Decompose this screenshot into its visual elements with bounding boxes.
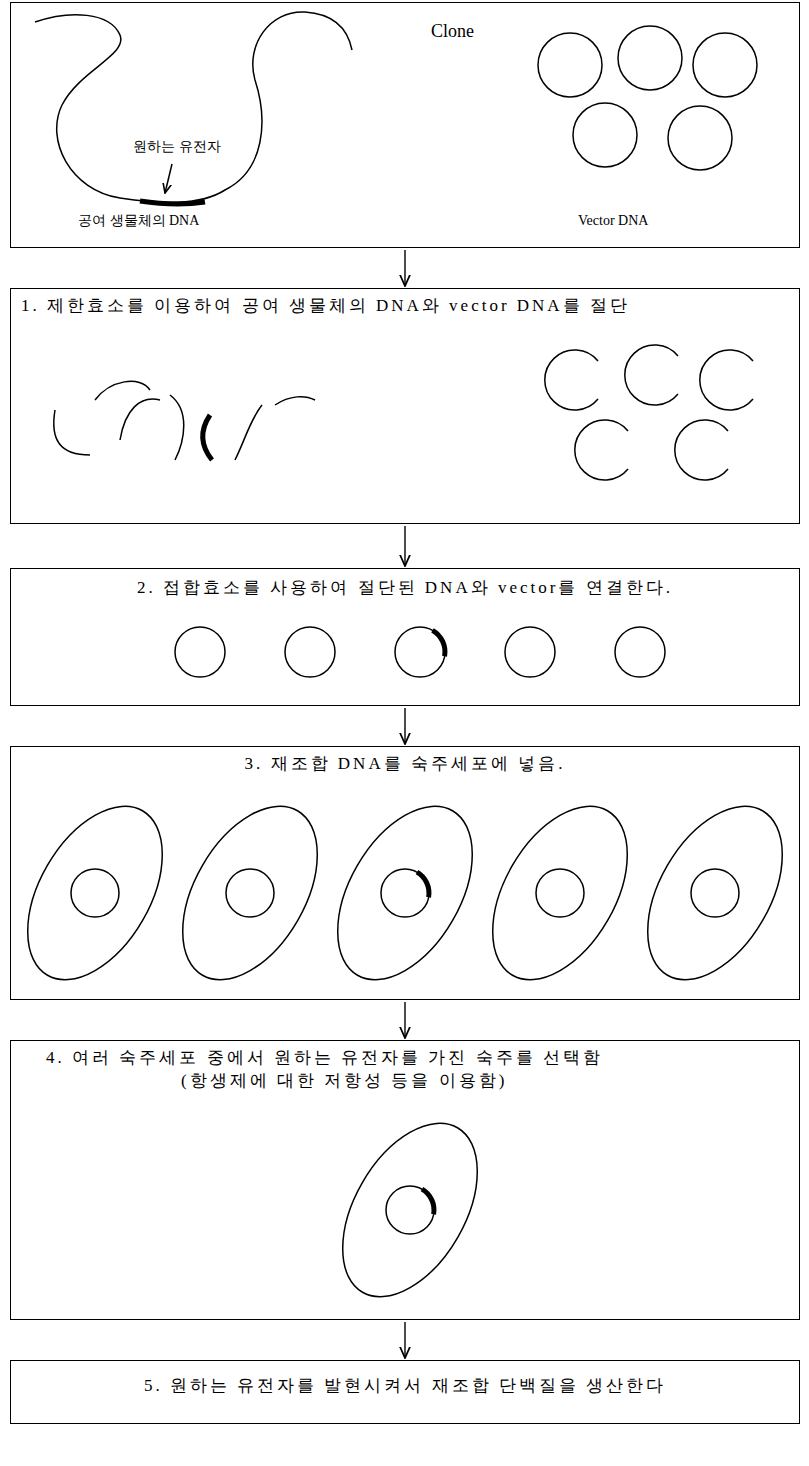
plasmid [381, 869, 429, 917]
gene-segment [140, 201, 205, 204]
opened-plasmid [675, 420, 728, 480]
opened-plasmid [545, 350, 598, 410]
plasmid [175, 627, 225, 677]
step-text: 3. 재조합 DNA를 숙주세포에 넣음. [11, 753, 799, 776]
step-text: 1. 제한효소를 이용하여 공여 생물체의 DNA와 vector DNA를 절… [21, 295, 799, 318]
fragment [235, 405, 262, 460]
host-cell [0, 783, 190, 1003]
leader-arrow [165, 164, 172, 193]
plasmid [536, 869, 584, 917]
process-box: Clone [10, 2, 800, 248]
fragment [54, 410, 90, 455]
plasmid [618, 26, 682, 90]
box-heading: Clone [431, 19, 799, 43]
process-box: 5. 원하는 유전자를 발현시켜서 재조합 단백질을 생산한다 [10, 1360, 800, 1424]
fragment [170, 395, 184, 460]
process-box: 3. 재조합 DNA를 숙주세포에 넣음. [10, 746, 800, 1000]
vector-plasmids [538, 26, 757, 170]
opened-plasmid [575, 420, 628, 480]
plasmid [538, 33, 602, 97]
flow-arrow [404, 708, 405, 744]
plasmid [226, 869, 274, 917]
plasmid [285, 627, 335, 677]
plasmid [386, 1186, 434, 1234]
gene-fragment [203, 415, 212, 460]
plasmid [668, 106, 732, 170]
flow-arrow [404, 526, 405, 566]
step-text: 2. 접합효소를 사용하여 절단된 DNA와 vector를 연결한다. [11, 577, 799, 600]
dna-strand [35, 12, 352, 202]
host-cell [315, 1100, 505, 1320]
host-cell [310, 783, 500, 1003]
step-text: (항생제에 대한 저항성 등을 이용함) [181, 1070, 799, 1093]
ligated-plasmids [175, 627, 665, 677]
flow-arrow [404, 250, 405, 286]
plasmid [693, 33, 757, 97]
gene-insert [433, 630, 445, 656]
plasmid [615, 627, 665, 677]
part-label: 원하는 유전자 [133, 138, 221, 156]
fragment [95, 381, 150, 400]
host-cells [0, 783, 809, 1003]
fragment [120, 399, 160, 440]
gene-insert [417, 872, 429, 897]
part-label: 공여 생물체의 DNA [78, 212, 199, 230]
fragment [275, 397, 315, 405]
flow-arrow [404, 1002, 405, 1038]
plasmid [691, 869, 739, 917]
flow-arrow [404, 1322, 405, 1358]
plasmid [71, 869, 119, 917]
plasmid [573, 103, 637, 167]
host-cell [155, 783, 345, 1003]
process-box: 2. 접합효소를 사용하여 절단된 DNA와 vector를 연결한다. [10, 568, 800, 706]
dna-fragments [54, 381, 315, 460]
process-box: 4. 여러 숙주세포 중에서 원하는 유전자를 가진 숙주를 선택함(항생제에 … [10, 1040, 800, 1320]
plasmid [395, 627, 445, 677]
opened-plasmid [700, 350, 753, 410]
host-cell [465, 783, 655, 1003]
host-cell [620, 783, 809, 1003]
opened-vectors [545, 345, 753, 480]
part-label: Vector DNA [578, 212, 648, 230]
step-text: 5. 원하는 유전자를 발현시켜서 재조합 단백질을 생산한다 [11, 1375, 799, 1398]
opened-plasmid [625, 345, 678, 405]
step-text: 4. 여러 숙주세포 중에서 원하는 유전자를 가진 숙주를 선택함 [46, 1047, 799, 1070]
process-box: 1. 제한효소를 이용하여 공여 생물체의 DNA와 vector DNA를 절… [10, 288, 800, 524]
donor-dna [35, 12, 352, 204]
plasmid [505, 627, 555, 677]
selected-host [315, 1100, 505, 1320]
gene-insert [422, 1189, 434, 1214]
